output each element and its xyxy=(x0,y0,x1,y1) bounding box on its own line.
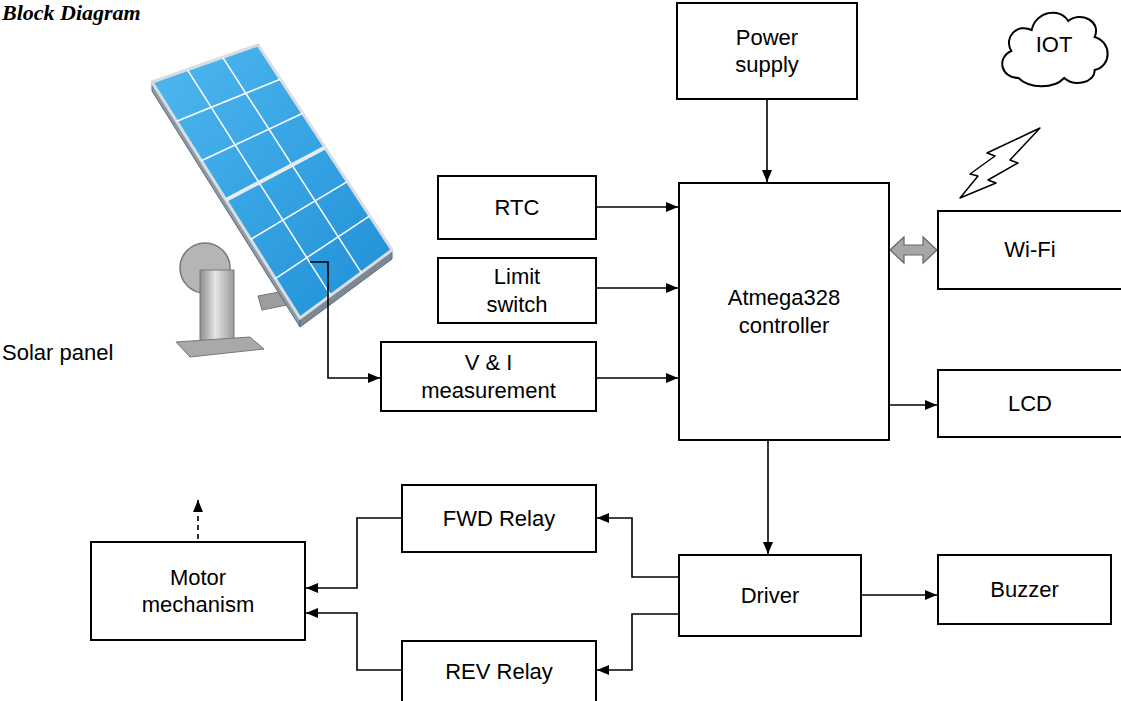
signal-arrow xyxy=(306,518,401,588)
data-link-arrow xyxy=(890,237,937,263)
signal-arrow xyxy=(597,287,678,289)
part-label: Solar panel xyxy=(2,340,113,366)
signal-arrow xyxy=(890,404,937,406)
process-box: Motor mechanism xyxy=(90,541,306,641)
box-text: FWD Relay xyxy=(443,505,555,533)
panel-cells xyxy=(177,57,370,295)
process-box: Atmega328 controller xyxy=(678,182,890,441)
box-text: Motor mechanism xyxy=(133,564,263,619)
box-text: RTC xyxy=(495,194,540,222)
box-text: IOT xyxy=(1036,31,1073,59)
process-box: REV Relay xyxy=(401,640,597,701)
box-text: LCD xyxy=(1008,390,1052,418)
signal-arrow xyxy=(597,614,678,670)
process-box: LCD xyxy=(937,369,1121,438)
signal-arrow xyxy=(766,100,768,182)
pole-foot xyxy=(176,337,264,357)
process-box: Power supply xyxy=(676,2,858,100)
process-box: FWD Relay xyxy=(401,484,597,553)
process-box: Driver xyxy=(678,554,862,637)
box-text: Driver xyxy=(741,582,800,610)
panel-divider xyxy=(226,148,325,201)
process-box: Buzzer xyxy=(937,554,1112,625)
box-text: Buzzer xyxy=(990,576,1058,604)
wireless-symbol xyxy=(960,128,1040,198)
panel-wire xyxy=(310,262,380,378)
box-text: V & I measurement xyxy=(414,349,564,404)
panel-face xyxy=(152,45,392,318)
signal-arrow xyxy=(597,206,678,208)
box-text: Wi-Fi xyxy=(1004,236,1055,264)
drive-arrow xyxy=(197,500,199,539)
process-box: Limit switch xyxy=(437,257,597,324)
signal-arrow xyxy=(597,377,678,379)
panel-pole xyxy=(200,270,234,344)
signal-arrow xyxy=(767,441,769,554)
box-text: Atmega328 controller xyxy=(709,284,859,339)
signal-arrow xyxy=(862,594,937,596)
process-box: RTC xyxy=(437,175,597,240)
signal-arrow xyxy=(306,613,401,670)
process-box: V & I measurement xyxy=(380,341,597,412)
process-box: Wi-Fi xyxy=(937,210,1121,290)
diagram-title: Block Diagram xyxy=(2,0,141,26)
cloud-node: IOT xyxy=(993,0,1115,90)
signal-arrow xyxy=(597,518,678,577)
box-text: REV Relay xyxy=(445,658,553,686)
box-text: Power supply xyxy=(722,24,812,79)
box-text: Limit switch xyxy=(477,263,557,318)
